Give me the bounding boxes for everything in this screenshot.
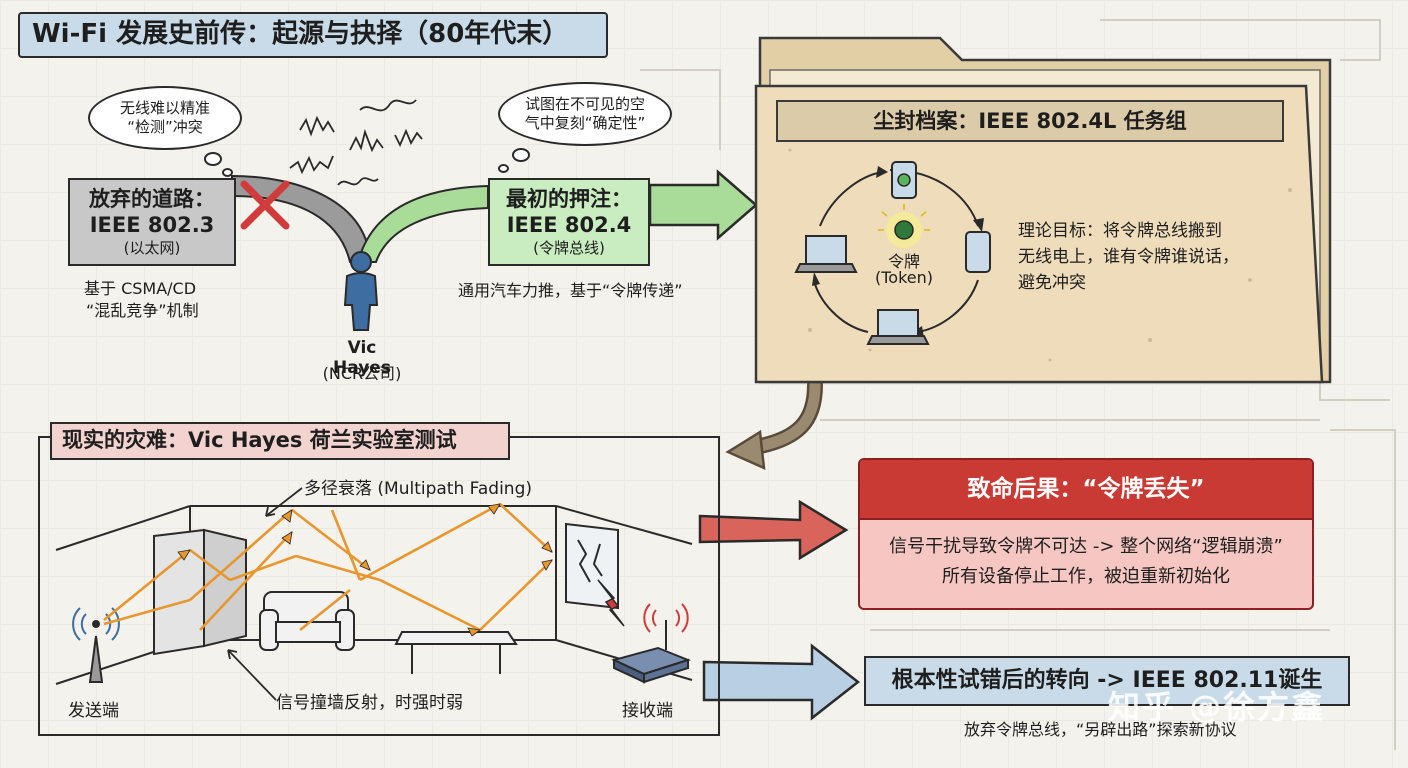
sender-antenna-icon (72, 607, 120, 683)
lab-room (55, 487, 693, 701)
phone-top-icon (891, 161, 917, 199)
flow-arrow-head (725, 429, 766, 471)
archive-goal: 理论目标：将令牌总线搬到 无线电上，谁有令牌谁说话， 避免冲突 (1018, 218, 1239, 296)
consequence-line-1: 信号干扰导致令牌不可达 -> 整个网络“逻辑崩溃” (889, 536, 1283, 557)
bet-label: 最初的押注： (506, 187, 632, 211)
thought-bubble-detect: 无线难以精准“检测”冲突 (88, 86, 242, 150)
table-icon (394, 631, 518, 674)
bet-standard: IEEE 802.4 (506, 213, 632, 237)
thought-right-line-1: 试图在不可见的空 (524, 95, 645, 113)
abandoned-label: 放弃的道路： (89, 187, 215, 211)
person-icon (343, 251, 379, 331)
noise-squiggles (289, 99, 423, 186)
sender-label: 发送端 (68, 701, 119, 721)
bet-road (356, 184, 489, 263)
token-icon (878, 204, 930, 248)
turn-box: 根本性试错后的转向 -> IEEE 802.11诞生 (864, 656, 1350, 706)
token-label-en: (Token) (874, 268, 933, 287)
interference-icon (597, 579, 625, 627)
abandoned-caption-1: 基于 CSMA/CD (84, 279, 197, 298)
abandoned-standard: IEEE 802.3 (89, 213, 215, 237)
thought-puff (512, 148, 530, 162)
bet-arrow (648, 169, 758, 241)
consequence-line-2: 所有设备停止工作，被迫重新初始化 (942, 566, 1230, 587)
reflection-label: 信号撞墙反射，时强时弱 (276, 693, 463, 713)
bet-card: 最初的押注： IEEE 802.4 (令牌总线) (488, 178, 650, 266)
person-name: Vic Hayes (333, 338, 391, 378)
consequence-box: 致命后果：“令牌丢失” 信号干扰导致令牌不可达 -> 整个网络“逻辑崩溃” 所有… (858, 458, 1314, 610)
thought-puff (498, 164, 509, 173)
archive-label: 尘封档案：IEEE 802.4L 任务组 (776, 100, 1284, 142)
cross-icon (240, 180, 290, 230)
abandoned-card: 放弃的道路： IEEE 802.3 (以太网) (68, 178, 236, 266)
token-ring (794, 161, 991, 345)
thought-left-line-1: 无线难以精准 (119, 99, 210, 117)
thought-puff (204, 152, 222, 166)
token-label: 令牌 (887, 252, 920, 271)
person-org: (NCR公司) (322, 364, 402, 383)
bet-subtitle: (令牌总线) (533, 239, 605, 257)
archive-goal-line-1: 理论目标：将令牌总线搬到 (1018, 221, 1222, 241)
thought-left-line-2: “检测”冲突 (127, 118, 203, 136)
archive-goal-line-2: 无线电上，谁有令牌谁说话， (1018, 247, 1239, 267)
sofa-icon (259, 591, 355, 651)
abandoned-subtitle: (以太网) (123, 239, 181, 257)
turn-arrow (702, 643, 861, 721)
laptop-bottom-icon (866, 309, 930, 345)
abandoned-caption-2: “混乱竞争”机制 (86, 301, 199, 320)
receiver-router-icon (611, 603, 691, 684)
thought-bubble-determinism: 试图在不可见的空气中复刻“确定性” (498, 82, 672, 146)
page-title: Wi-Fi 发展史前传：起源与抉择（80年代末） (18, 12, 608, 58)
watermark: 知乎 @徐方鑫 (1108, 688, 1326, 726)
phone-right-icon (965, 231, 991, 273)
signal-arrowheads (177, 503, 553, 637)
turn-caption: 放弃令牌总线，“另辟出路”探索新协议 (964, 720, 1237, 739)
thought-puff (222, 168, 233, 177)
laptop-left-icon (794, 235, 858, 273)
receiver-label: 接收端 (622, 701, 673, 721)
signal-paths (103, 502, 553, 632)
bet-caption: 通用汽车力推，基于“令牌传递” (458, 281, 683, 300)
thought-right-line-2: 气中复刻“确定性” (524, 114, 646, 132)
consequence-title: 致命后果：“令牌丢失” (860, 460, 1312, 520)
archive-goal-line-3: 避免冲突 (1018, 273, 1086, 293)
disaster-label: 现实的灾难：Vic Hayes 荷兰实验室测试 (50, 422, 510, 460)
multipath-label: 多径衰落 (Multipath Fading) (304, 479, 532, 499)
label-pointers (227, 487, 303, 701)
consequence-arrow (698, 499, 849, 561)
